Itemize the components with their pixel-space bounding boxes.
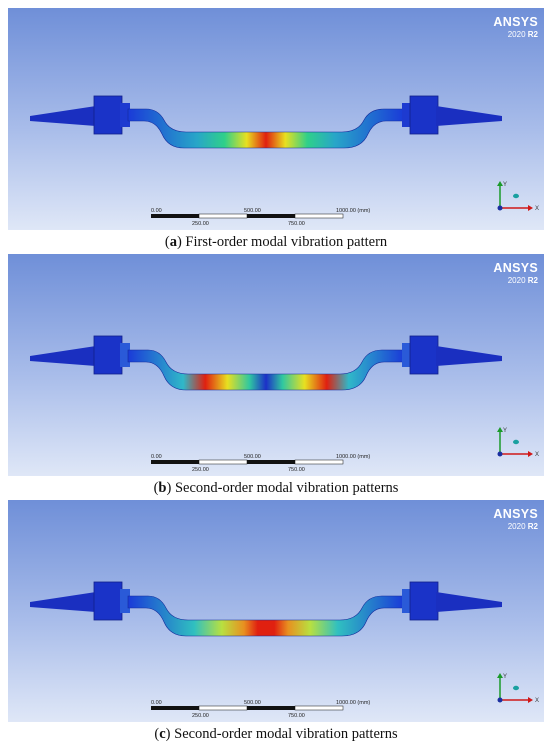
- scale-bar: 0.00 500.00 1000.00 (mm) 250.00 750.00: [151, 208, 370, 227]
- figure-caption: (c) Second-order modal vibration pattern…: [154, 726, 398, 742]
- scale-label-top: 1000.00 (mm): [336, 454, 370, 460]
- beam-shape: [127, 108, 405, 149]
- svg-text:X: X: [535, 452, 539, 458]
- scale-label-top: 1000.00 (mm): [336, 208, 370, 214]
- axle-model: [30, 581, 502, 637]
- svg-text:X: X: [535, 698, 539, 704]
- right-flange: [402, 589, 412, 613]
- left-flange: [120, 343, 130, 367]
- left-spindle: [30, 346, 96, 366]
- scale-label-bottom: 750.00: [288, 467, 305, 473]
- scale-label-top: 1000.00 (mm): [336, 700, 370, 706]
- beam-shape: [127, 595, 405, 637]
- scale-bar: 0.00 500.00 1000.00 (mm) 250.00 750.00: [151, 700, 370, 719]
- ansys-logo: ANSYS 2020 R2: [493, 15, 538, 39]
- axis-triad: Y X: [497, 673, 539, 704]
- left-spindle: [30, 592, 96, 612]
- scale-bar: 0.00 500.00 1000.00 (mm) 250.00 750.00: [151, 454, 370, 473]
- scale-label-top: 0.00: [151, 454, 162, 460]
- scale-label-bottom: 750.00: [288, 713, 305, 719]
- right-hub: [409, 335, 439, 375]
- axle-model: [30, 335, 502, 391]
- right-flange: [402, 343, 412, 367]
- svg-text:Y: Y: [503, 674, 507, 680]
- right-hub: [409, 95, 439, 135]
- right-flange: [402, 103, 412, 127]
- left-spindle: [30, 106, 96, 126]
- simulation-viewport: ANSYS 2020 R2 0.00 500.00 1000.00 (mm) 2…: [8, 500, 544, 722]
- scale-label-top: 500.00: [244, 700, 261, 706]
- figure-caption: (a) First-order modal vibration pattern: [164, 234, 388, 250]
- right-spindle: [436, 592, 502, 612]
- left-flange: [120, 103, 130, 127]
- beam-shape: [127, 349, 405, 391]
- scale-label-top: 0.00: [151, 700, 162, 706]
- axis-triad: Y X: [497, 427, 539, 458]
- left-hub: [93, 335, 123, 375]
- left-flange: [120, 589, 130, 613]
- figure-caption: (b) Second-order modal vibration pattern…: [153, 480, 399, 496]
- right-spindle: [436, 346, 502, 366]
- ansys-logo: ANSYS 2020 R2: [493, 261, 538, 285]
- scale-label-bottom: 250.00: [192, 221, 209, 227]
- ansys-logo: ANSYS 2020 R2: [493, 507, 538, 531]
- right-hub: [409, 581, 439, 621]
- right-spindle: [436, 106, 502, 126]
- svg-text:Y: Y: [503, 182, 507, 188]
- simulation-viewport: ANSYS 2020 R2 0.00 500.00 1000.00 (mm) 2…: [8, 8, 544, 230]
- simulation-viewport: ANSYS 2020 R2 0.00 500.00 1000.00 (mm) 2…: [8, 254, 544, 476]
- svg-text:X: X: [535, 206, 539, 212]
- axle-model: [30, 95, 502, 149]
- scale-label-top: 0.00: [151, 208, 162, 214]
- scale-label-bottom: 750.00: [288, 221, 305, 227]
- axis-triad: Y X: [497, 181, 539, 212]
- scale-label-top: 500.00: [244, 208, 261, 214]
- left-hub: [93, 95, 123, 135]
- left-hub: [93, 581, 123, 621]
- scale-label-top: 500.00: [244, 454, 261, 460]
- scale-label-bottom: 250.00: [192, 713, 209, 719]
- scale-label-bottom: 250.00: [192, 467, 209, 473]
- svg-text:Y: Y: [503, 428, 507, 434]
